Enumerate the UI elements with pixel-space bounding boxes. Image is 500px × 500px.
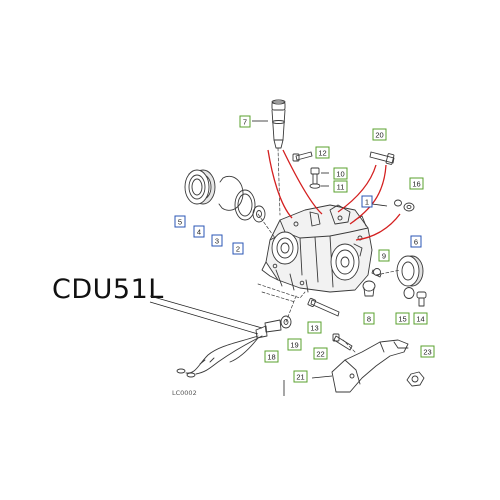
part-seal [234, 189, 256, 221]
callout-box [193, 225, 205, 238]
red-connector-lines [267, 149, 401, 241]
callout-box [232, 242, 244, 255]
callout-label: 9 [382, 251, 386, 260]
callout-14: 14 [413, 312, 428, 325]
callout-box [395, 312, 410, 325]
callout-box [333, 167, 348, 180]
callout-box [293, 370, 308, 383]
callout-21: 21 [293, 370, 308, 383]
callout-19: 19 [287, 338, 302, 351]
part-washer-15 [403, 287, 415, 299]
callout-7: 7 [239, 115, 251, 128]
drawing-reference: LC0002 [172, 389, 197, 397]
callout-box [307, 321, 322, 334]
part-circlip [218, 175, 244, 211]
callout-box [410, 235, 422, 248]
callout-box [413, 312, 428, 325]
callout-label: 6 [414, 237, 418, 246]
callout-label: 18 [267, 352, 275, 361]
assembly-guide-lines [257, 147, 401, 353]
callout-15: 15 [395, 312, 410, 325]
part-plug-14 [416, 291, 427, 307]
callout-box [313, 347, 328, 360]
callout-box [315, 146, 330, 159]
callout-2: 2 [232, 242, 244, 255]
part-washer-2 [252, 205, 266, 223]
callout-11: 11 [333, 180, 348, 193]
callout-8: 8 [363, 312, 375, 325]
callout-box [287, 338, 302, 351]
callout-label: 1 [365, 197, 369, 206]
part-pin [271, 99, 286, 149]
callout-6: 6 [410, 235, 422, 248]
part-bolt-22 [332, 333, 353, 351]
diagram-code-title: CDU51L [52, 274, 164, 305]
callout-box [264, 350, 279, 363]
part-bearing [184, 169, 216, 205]
part-bolt-13 [307, 297, 340, 317]
callout-label: 10 [336, 169, 344, 178]
part-housing [261, 204, 373, 293]
callout-13: 13 [307, 321, 322, 334]
callout-box [239, 115, 251, 128]
part-plug-8 [362, 280, 376, 297]
part-bolt-top [369, 151, 395, 165]
part-nut-16 [394, 199, 415, 212]
part-bolt-10 [309, 167, 321, 189]
callout-label: 7 [243, 117, 247, 126]
callout-3: 3 [211, 234, 223, 247]
callout-10: 10 [333, 167, 348, 180]
callout-22: 22 [313, 347, 328, 360]
leader-lines [149, 120, 388, 396]
callout-label: 11 [337, 182, 345, 191]
callout-box [420, 345, 435, 358]
callout-label: 5 [178, 217, 182, 226]
part-bolt-12 [292, 151, 313, 162]
callout-box [409, 177, 424, 190]
callout-16: 16 [409, 177, 424, 190]
callout-18: 18 [264, 350, 279, 363]
callout-20: 20 [372, 128, 387, 141]
callout-label: 2 [236, 244, 240, 253]
part-nut-23 [406, 371, 425, 387]
callout-12: 12 [315, 146, 330, 159]
callout-label: 14 [416, 314, 424, 323]
callout-label: 4 [197, 227, 201, 236]
callout-label: 19 [290, 340, 298, 349]
title-leader-line [149, 295, 263, 329]
callout-box [378, 249, 390, 262]
callout-label: 16 [412, 179, 420, 188]
callout-9: 9 [378, 249, 390, 262]
callout-box [361, 195, 373, 208]
callout-box [174, 215, 186, 228]
callout-label: 12 [318, 148, 326, 157]
callout-box [363, 312, 375, 325]
callout-label: 8 [367, 314, 371, 323]
callout-box [372, 128, 387, 141]
part-bolt-9 [371, 268, 382, 278]
callout-1: 1 [361, 195, 373, 208]
callout-label: 20 [375, 130, 383, 139]
callout-23: 23 [420, 345, 435, 358]
callout-5: 5 [174, 215, 186, 228]
callout-box [211, 234, 223, 247]
callout-label: 23 [423, 347, 431, 356]
part-bracket [331, 339, 409, 393]
callout-box [333, 180, 348, 193]
part-flange-6 [396, 255, 424, 287]
callout-label: 22 [316, 349, 324, 358]
callout-label: 3 [215, 236, 219, 245]
callout-label: 13 [310, 323, 318, 332]
callout-label: 15 [398, 314, 406, 323]
callout-4: 4 [193, 225, 205, 238]
callout-label: 21 [296, 372, 304, 381]
part-washer-19 [280, 315, 292, 329]
part-sensor [176, 319, 282, 378]
